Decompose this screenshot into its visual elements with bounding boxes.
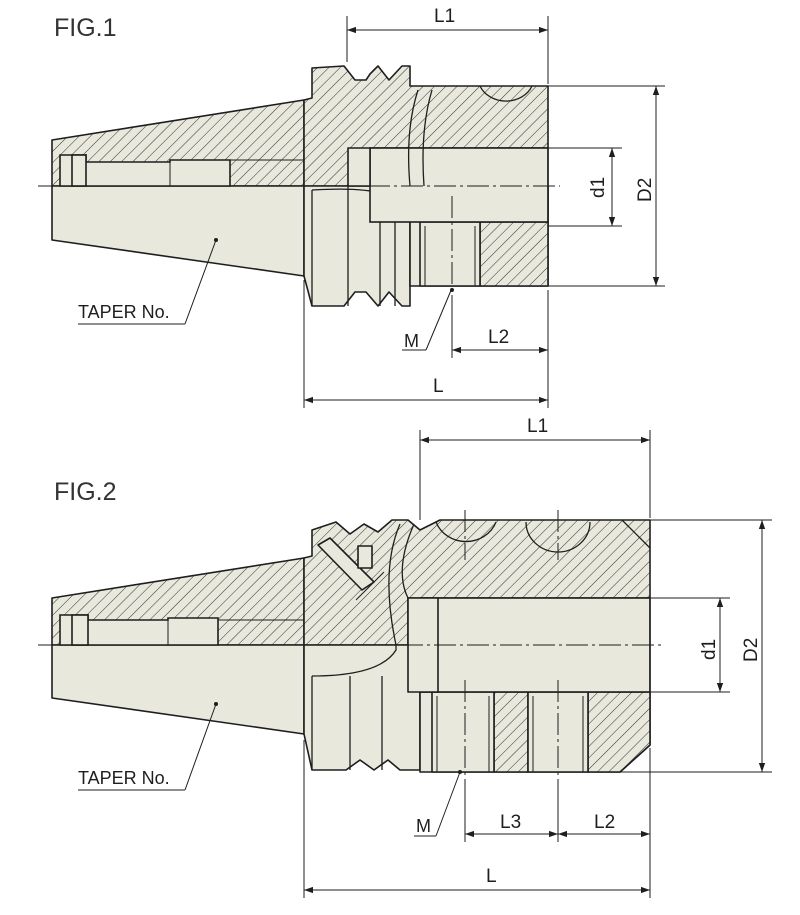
fig1-label-M: M: [404, 331, 419, 351]
fig1-retention-recess: [71, 154, 87, 187]
fig2-label-L2: L2: [594, 812, 615, 833]
fig2-taper-exterior: [51, 644, 305, 735]
fig2-body-section-lower: [493, 691, 529, 773]
fig2-coolant-plug: [357, 545, 373, 569]
fig2-label-L1: L1: [527, 416, 548, 437]
fig2-label-L: L: [486, 866, 497, 887]
figure-1-title: FIG.1: [54, 14, 117, 42]
fig2-label-d1: d1: [699, 639, 720, 660]
fig1-label-d1: d1: [588, 177, 609, 198]
fig1-label-L: L: [433, 376, 444, 397]
fig2-label-taper: TAPER No.: [78, 768, 170, 788]
fig2-setscrew-hole-1: [431, 691, 495, 773]
fig1-bore-step: [347, 147, 371, 187]
fig2-label-D2: D2: [741, 638, 762, 662]
fig2-label-M: M: [416, 816, 431, 836]
fig1-body-section-lower: [479, 221, 549, 287]
fig2-retention-recess: [71, 614, 89, 646]
fig2-flange-exterior: [303, 644, 421, 771]
figure-1: FIG.1: [38, 6, 665, 408]
fig1-label-taper: TAPER No.: [78, 302, 170, 322]
fig2-label-L3: L3: [500, 812, 521, 833]
fig1-tool-bore: [369, 147, 549, 223]
figure-2: FIG.2: [38, 416, 772, 898]
fig1-taper-exterior: [51, 185, 305, 277]
figure-2-title: FIG.2: [54, 478, 117, 506]
fig1-setscrew-hole: [419, 221, 481, 287]
fig1-label-L1: L1: [434, 6, 455, 27]
fig1-label-D2: D2: [635, 178, 656, 202]
fig1-label-L2: L2: [488, 327, 509, 348]
